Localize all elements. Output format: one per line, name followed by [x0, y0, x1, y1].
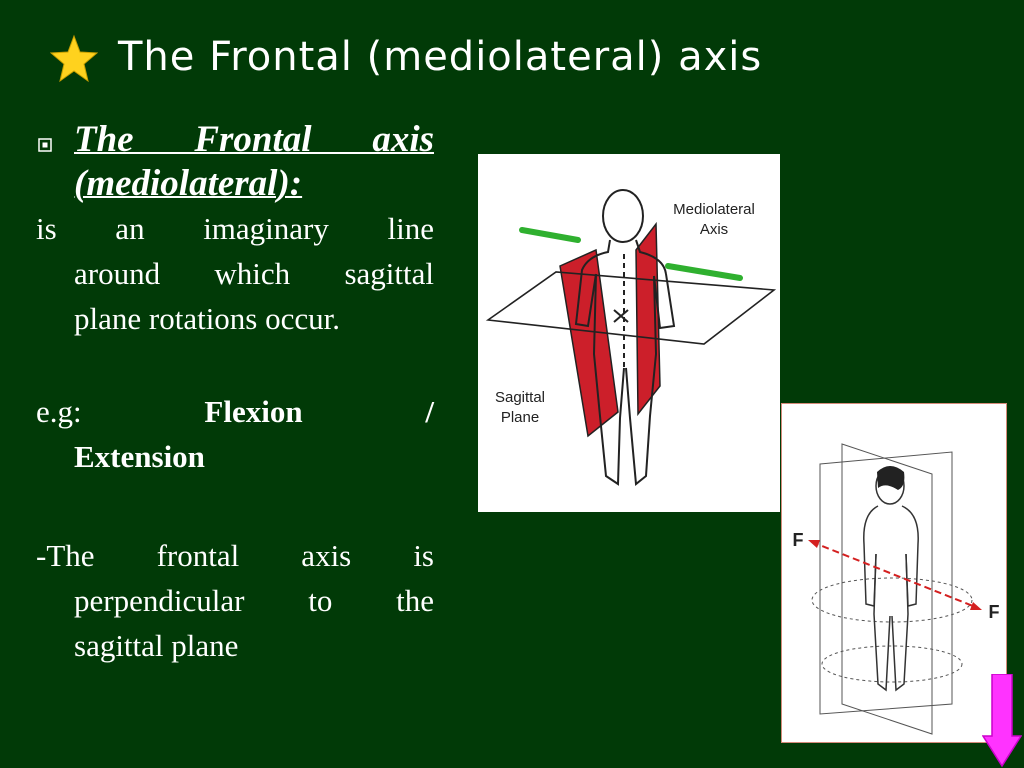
perpendicular-paragraph: -The frontal axis is perpendicular to th… — [36, 533, 434, 668]
figure-body-outline — [863, 467, 919, 692]
axis-label-line-1: Mediolateral — [673, 201, 755, 218]
perp-line-2: perpendicular to the — [74, 583, 434, 618]
definition-line-2: around which sagittal — [74, 256, 434, 291]
mediolateral-axis-left — [519, 227, 581, 243]
mediolateral-axis-figure: Mediolateral Axis Sagittal Plane — [478, 154, 780, 512]
body-outline — [574, 189, 676, 486]
example-extension: Extension — [74, 439, 205, 474]
perp-line-3: sagittal plane — [74, 628, 239, 663]
example-paragraph: e.g: Flexion / Extension — [36, 389, 434, 479]
axis-label-line-2: Axis — [700, 221, 728, 238]
axis-arrow-left — [808, 540, 820, 548]
axis-label-left: F — [793, 530, 804, 550]
definition-line-1: is an imaginary line — [36, 211, 434, 246]
square-bullet-icon — [38, 138, 52, 152]
frontal-axis-line — [811, 541, 979, 609]
hair-shape — [877, 466, 905, 490]
perp-line-1: -The frontal axis is — [36, 538, 434, 573]
heading-line-2: (mediolateral): — [74, 163, 303, 204]
plane-label-line-1: Sagittal — [495, 389, 545, 406]
heading-line-1: The Frontal axis — [74, 119, 434, 160]
sagittal-plane-shape — [559, 248, 619, 438]
frontal-axis-illustration: F F — [793, 443, 1000, 735]
slide-title: The Frontal (mediolateral) axis — [118, 34, 763, 80]
down-arrow-icon[interactable] — [982, 674, 1022, 768]
axis-label-right: F — [989, 602, 1000, 622]
axis-arrow-right — [970, 602, 982, 610]
origin-mark — [613, 309, 629, 323]
example-slash: / — [425, 394, 434, 429]
frontal-axis-figure: F F — [782, 404, 1006, 742]
example-prefix: e.g: — [36, 394, 82, 429]
text-column: The Frontal axis (mediolateral): is an i… — [36, 118, 434, 668]
mediolateral-axis-right — [665, 263, 743, 281]
mediolateral-axis-illustration: Mediolateral Axis Sagittal Plane — [485, 189, 777, 486]
example-flexion: Flexion — [204, 394, 303, 429]
definition-paragraph: is an imaginary line around which sagitt… — [36, 206, 434, 341]
star-icon — [50, 34, 98, 83]
bullet-heading: The Frontal axis (mediolateral): — [36, 118, 434, 206]
example-line-1: e.g: Flexion / — [36, 389, 434, 434]
transverse-plane-shape — [485, 271, 777, 345]
planes-outline — [811, 443, 973, 735]
definition-line-3: plane rotations occur. — [74, 301, 340, 336]
plane-label-line-2: Plane — [501, 409, 539, 426]
